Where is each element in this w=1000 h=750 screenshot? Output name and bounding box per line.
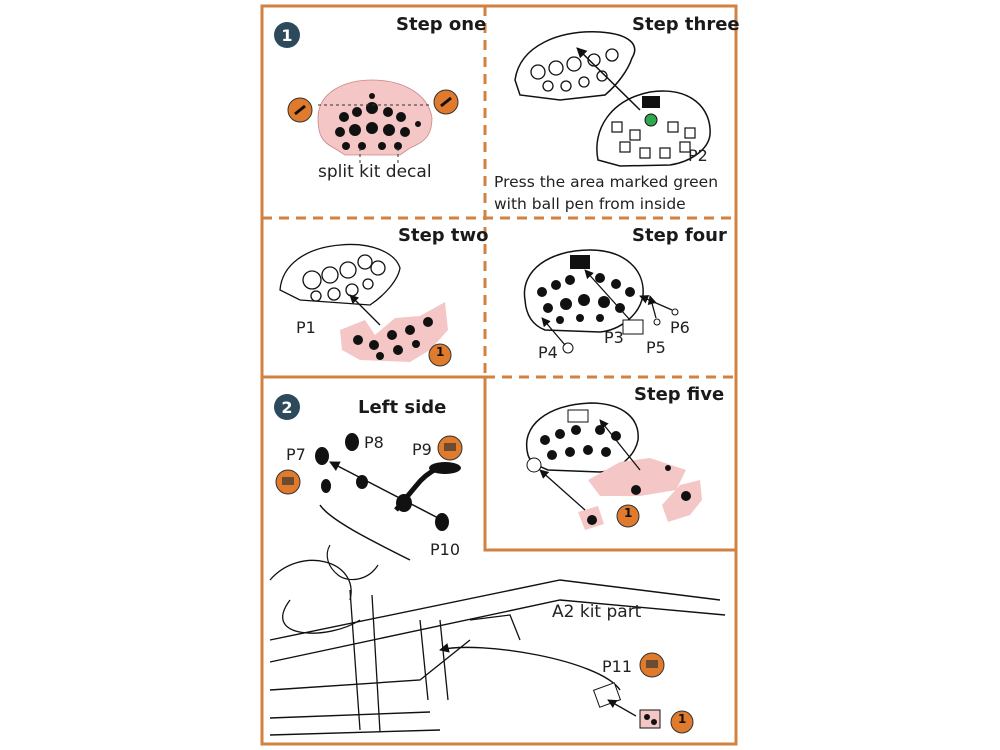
p8-label: P8 xyxy=(364,433,384,452)
step-one-decal-panel xyxy=(287,79,459,165)
cockpit-sidewall xyxy=(269,544,726,736)
stage-badge-step-five: 1 xyxy=(624,506,633,520)
press-instruction-line-1: Press the area marked green xyxy=(494,173,719,191)
split-kit-decal-label: split kit decal xyxy=(318,162,432,182)
stage-badge-step-two: 1 xyxy=(436,345,445,359)
step-two-panels xyxy=(279,243,452,367)
step-three-title: Step three xyxy=(632,14,740,35)
p10-label: P10 xyxy=(430,540,461,559)
outer-frame xyxy=(260,4,738,746)
p4-label: P4 xyxy=(538,343,558,362)
p3-label: P3 xyxy=(604,328,624,347)
p1-label: P1 xyxy=(296,318,316,337)
step-two-title: Step two xyxy=(398,225,489,246)
section-2-badge: 2 xyxy=(274,394,300,420)
p7-label: P7 xyxy=(286,445,306,464)
step-five-border xyxy=(483,377,736,552)
p9-label: P9 xyxy=(412,440,432,459)
a2-kit-part-label: A2 kit part xyxy=(552,602,642,622)
left-side-title: Left side xyxy=(358,397,447,418)
stage-badge-section-2: 1 xyxy=(678,712,687,726)
step-five-title: Step five xyxy=(634,384,725,405)
p6-label: P6 xyxy=(670,318,690,337)
p2-label: P2 xyxy=(688,146,708,165)
p11-label: P11 xyxy=(602,657,633,676)
press-instruction-line-2: with ball pen from inside xyxy=(494,195,686,213)
p5-label: P5 xyxy=(646,338,666,357)
step-four-title: Step four xyxy=(632,225,727,246)
step-one-title: Step one xyxy=(396,14,487,35)
left-side-parts xyxy=(275,433,463,561)
section-1-badge: 1 xyxy=(274,22,300,48)
step-four-panel xyxy=(523,249,679,354)
step-five-panel xyxy=(525,402,702,530)
step-three-panels xyxy=(514,31,711,167)
